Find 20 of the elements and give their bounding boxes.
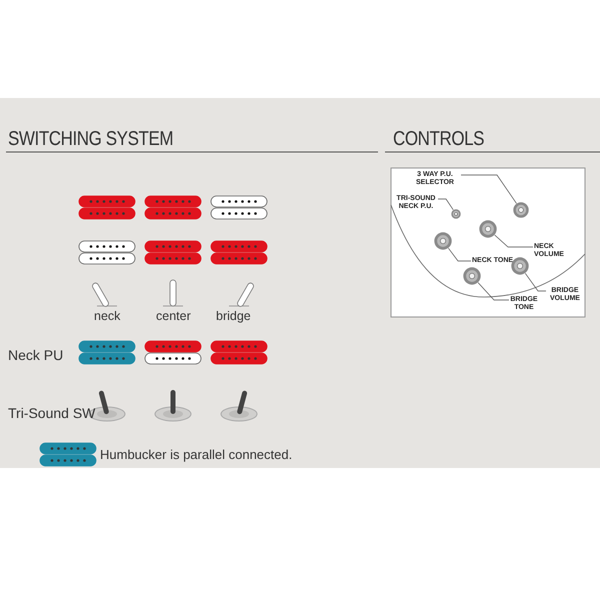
position-label: bridge [216,309,251,323]
position-label: center [156,309,191,323]
leader-line [524,272,546,292]
knob-icon [434,232,452,250]
leader-line [438,198,454,210]
knob-icon [451,209,461,219]
leader-line [448,248,472,262]
leader-line [478,282,510,300]
section-heading: SWITCHING SYSTEM [8,128,174,151]
legend-text: Humbucker is parallel connected. [100,447,292,462]
knob-icon [463,267,481,285]
position-label: neck [94,309,120,323]
leader-line [494,234,534,248]
row-label: Tri-Sound SW [8,405,96,421]
knob-icon [479,220,497,238]
knob-icon [511,257,529,275]
row-label: Neck PU [8,347,64,363]
section-heading: CONTROLS [393,128,484,151]
leader-line [460,174,517,204]
knob-icon [513,202,529,218]
